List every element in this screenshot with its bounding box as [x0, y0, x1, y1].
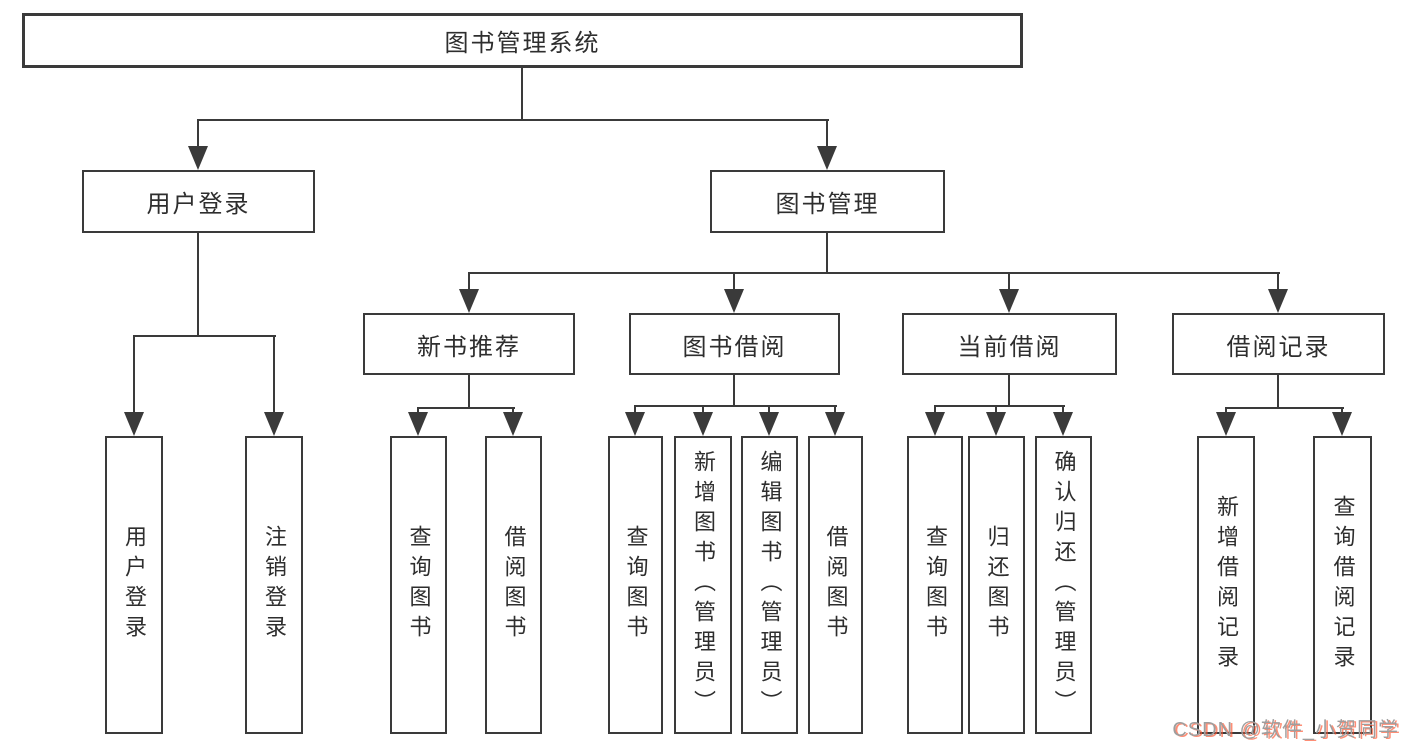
connector-segment — [197, 119, 199, 149]
arrowhead-down-icon — [1216, 412, 1236, 436]
arrowhead-down-icon — [693, 412, 713, 436]
connector-segment — [1225, 407, 1227, 415]
leaf-query-borrow-record: 查询借阅记录 — [1313, 436, 1372, 734]
arrowhead-down-icon — [1268, 289, 1288, 313]
connector-segment — [1008, 373, 1010, 407]
connector-segment — [197, 119, 829, 121]
connector-segment — [826, 119, 828, 149]
connector-segment — [934, 405, 936, 415]
connector-segment — [702, 405, 704, 415]
connector-segment — [133, 335, 276, 337]
arrowhead-down-icon — [986, 412, 1006, 436]
leaf-add-borrow-record: 新增借阅记录 — [1197, 436, 1255, 734]
leaf-borrow-books-recommend-label: 借阅图书 — [501, 525, 527, 645]
arrowhead-down-icon — [459, 289, 479, 313]
arrowhead-down-icon — [1053, 412, 1073, 436]
node-book-management: 图书管理 — [710, 170, 945, 233]
connector-segment — [512, 407, 514, 415]
connector-segment — [197, 231, 199, 337]
leaf-query-books-current-label: 查询图书 — [923, 525, 948, 645]
leaf-return-books: 归还图书 — [968, 436, 1025, 734]
arrowhead-down-icon — [188, 146, 208, 170]
connector-segment — [733, 272, 735, 292]
leaf-add-books-admin: 新增图书（管理员） — [674, 436, 732, 734]
leaf-logout-label: 注销登录 — [262, 525, 287, 645]
leaf-confirm-return-admin: 确认归还（管理员） — [1035, 436, 1092, 734]
leaf-query-books-recommend-label: 查询图书 — [406, 525, 432, 645]
arrowhead-down-icon — [503, 412, 523, 436]
node-new-book-recommend-label: 新书推荐 — [417, 333, 521, 361]
leaf-confirm-return-admin-label: 确认归还（管理员） — [1051, 450, 1077, 720]
connector-segment — [468, 272, 470, 292]
connector-segment — [995, 405, 997, 415]
node-current-borrow: 当前借阅 — [902, 313, 1117, 375]
node-current-borrow-label: 当前借阅 — [957, 333, 1062, 361]
node-book-borrow: 图书借阅 — [629, 313, 840, 375]
node-book-management-label: 图书管理 — [775, 191, 880, 218]
node-book-borrow-label: 图书借阅 — [682, 333, 787, 361]
connector-segment — [634, 405, 837, 407]
leaf-edit-books-admin-label: 编辑图书（管理员） — [757, 450, 783, 720]
connector-segment — [834, 405, 836, 415]
arrowhead-down-icon — [825, 412, 845, 436]
leaf-logout: 注销登录 — [245, 436, 303, 734]
connector-segment — [273, 335, 275, 415]
node-library-system-label: 图书管理系统 — [444, 30, 601, 57]
csdn-watermark: CSDN @软件_小贺同学 — [1172, 719, 1399, 741]
connector-segment — [521, 66, 523, 121]
leaf-query-books-current: 查询图书 — [907, 436, 963, 734]
arrowhead-down-icon — [264, 412, 284, 436]
connector-segment — [934, 405, 1065, 407]
connector-segment — [733, 373, 735, 407]
arrowhead-down-icon — [817, 146, 837, 170]
node-new-book-recommend: 新书推荐 — [363, 313, 575, 375]
connector-segment — [468, 373, 470, 409]
node-borrow-records: 借阅记录 — [1172, 313, 1385, 375]
leaf-query-books-borrow-label: 查询图书 — [623, 525, 649, 645]
connector-segment — [1277, 272, 1279, 292]
connector-segment — [1008, 272, 1010, 292]
node-user-login-label: 用户登录 — [146, 191, 251, 218]
leaf-return-books-label: 归还图书 — [984, 525, 1010, 645]
node-borrow-records-label: 借阅记录 — [1226, 333, 1331, 361]
arrowhead-down-icon — [759, 412, 779, 436]
leaf-user-login-label: 用户登录 — [122, 525, 147, 645]
leaf-query-books-recommend: 查询图书 — [390, 436, 447, 734]
connector-segment — [417, 407, 419, 415]
arrowhead-down-icon — [625, 412, 645, 436]
arrowhead-down-icon — [724, 289, 744, 313]
connector-segment — [417, 407, 515, 409]
arrowhead-down-icon — [925, 412, 945, 436]
connector-segment — [826, 231, 828, 274]
arrowhead-down-icon — [124, 412, 144, 436]
connector-segment — [1225, 407, 1344, 409]
leaf-user-login: 用户登录 — [105, 436, 163, 734]
leaf-borrow-books-borrow: 借阅图书 — [808, 436, 863, 734]
connector-segment — [133, 335, 135, 415]
connector-segment — [468, 272, 1280, 274]
leaf-edit-books-admin: 编辑图书（管理员） — [741, 436, 798, 734]
leaf-query-borrow-record-label: 查询借阅记录 — [1330, 495, 1356, 675]
connector-segment — [1062, 405, 1064, 415]
node-library-system: 图书管理系统 — [22, 13, 1023, 68]
node-user-login: 用户登录 — [82, 170, 315, 233]
leaf-borrow-books-recommend: 借阅图书 — [485, 436, 542, 734]
connector-segment — [1341, 407, 1343, 415]
leaf-add-books-admin-label: 新增图书（管理员） — [691, 450, 716, 720]
connector-segment — [768, 405, 770, 415]
connector-segment — [1277, 373, 1279, 409]
arrowhead-down-icon — [408, 412, 428, 436]
leaf-query-books-borrow: 查询图书 — [608, 436, 663, 734]
connector-segment — [634, 405, 636, 415]
arrowhead-down-icon — [999, 289, 1019, 313]
arrowhead-down-icon — [1332, 412, 1352, 436]
leaf-add-borrow-record-label: 新增借阅记录 — [1214, 495, 1239, 675]
leaf-borrow-books-borrow-label: 借阅图书 — [823, 525, 849, 645]
